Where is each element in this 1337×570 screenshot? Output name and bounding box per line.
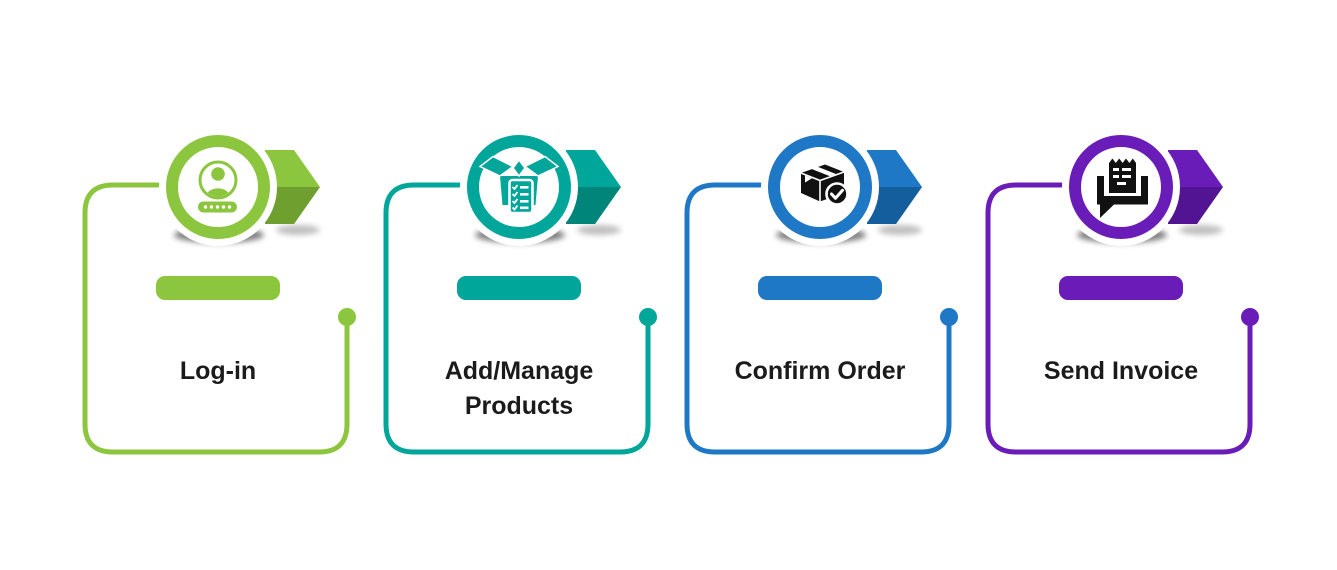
arrow-icon bbox=[867, 150, 922, 235]
package-check-icon bbox=[800, 164, 849, 206]
step-graphic bbox=[383, 130, 657, 455]
arrow-icon bbox=[1168, 150, 1223, 235]
step-label: Log-in bbox=[179, 357, 257, 385]
arrow-icon bbox=[265, 150, 320, 235]
step-graphic bbox=[985, 130, 1259, 455]
color-bar bbox=[156, 276, 280, 300]
step-card-send-invoice: Send Invoice bbox=[971, 130, 1271, 500]
connector-end-dot bbox=[940, 308, 958, 326]
user-password-icon bbox=[198, 160, 238, 213]
step-label: Add/Manage Products bbox=[444, 357, 594, 420]
invoice-receipt-icon bbox=[1097, 158, 1148, 218]
step-label: Send Invoice bbox=[1043, 357, 1199, 385]
connector-outline bbox=[684, 182, 952, 455]
color-bar bbox=[1059, 276, 1183, 300]
step-label: Confirm Order bbox=[734, 357, 906, 385]
step-graphic bbox=[82, 130, 356, 455]
step-card-login: Log-in bbox=[68, 130, 368, 500]
connector-outline bbox=[82, 182, 350, 455]
step-card-add-manage-products: Add/Manage Products bbox=[369, 130, 669, 500]
arrow-icon bbox=[566, 150, 621, 235]
connector-outline bbox=[383, 182, 651, 455]
open-box-checklist-icon bbox=[478, 155, 560, 215]
connector-end-dot bbox=[639, 308, 657, 326]
color-bar bbox=[457, 276, 581, 300]
color-bar bbox=[758, 276, 882, 300]
connector-outline bbox=[985, 182, 1253, 455]
step-card-confirm-order: Confirm Order bbox=[670, 130, 970, 500]
connector-end-dot bbox=[1241, 308, 1259, 326]
step-graphic bbox=[684, 130, 958, 455]
connector-end-dot bbox=[338, 308, 356, 326]
